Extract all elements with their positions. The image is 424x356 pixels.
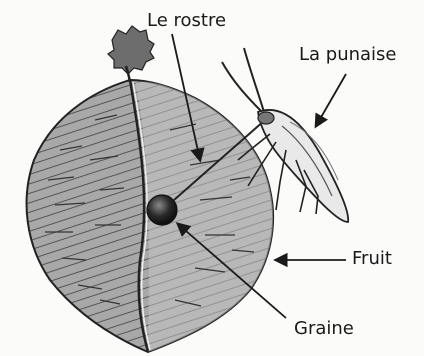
fruit (27, 26, 274, 352)
label-fruit: Fruit (352, 250, 392, 268)
seed (147, 195, 177, 225)
punaise-pointer (316, 74, 346, 126)
label-rostre: Le rostre (147, 12, 226, 30)
label-graine: Graine (294, 320, 354, 338)
fruit-calyx (108, 26, 154, 74)
bug-head (258, 112, 274, 124)
label-punaise: La punaise (299, 46, 397, 64)
